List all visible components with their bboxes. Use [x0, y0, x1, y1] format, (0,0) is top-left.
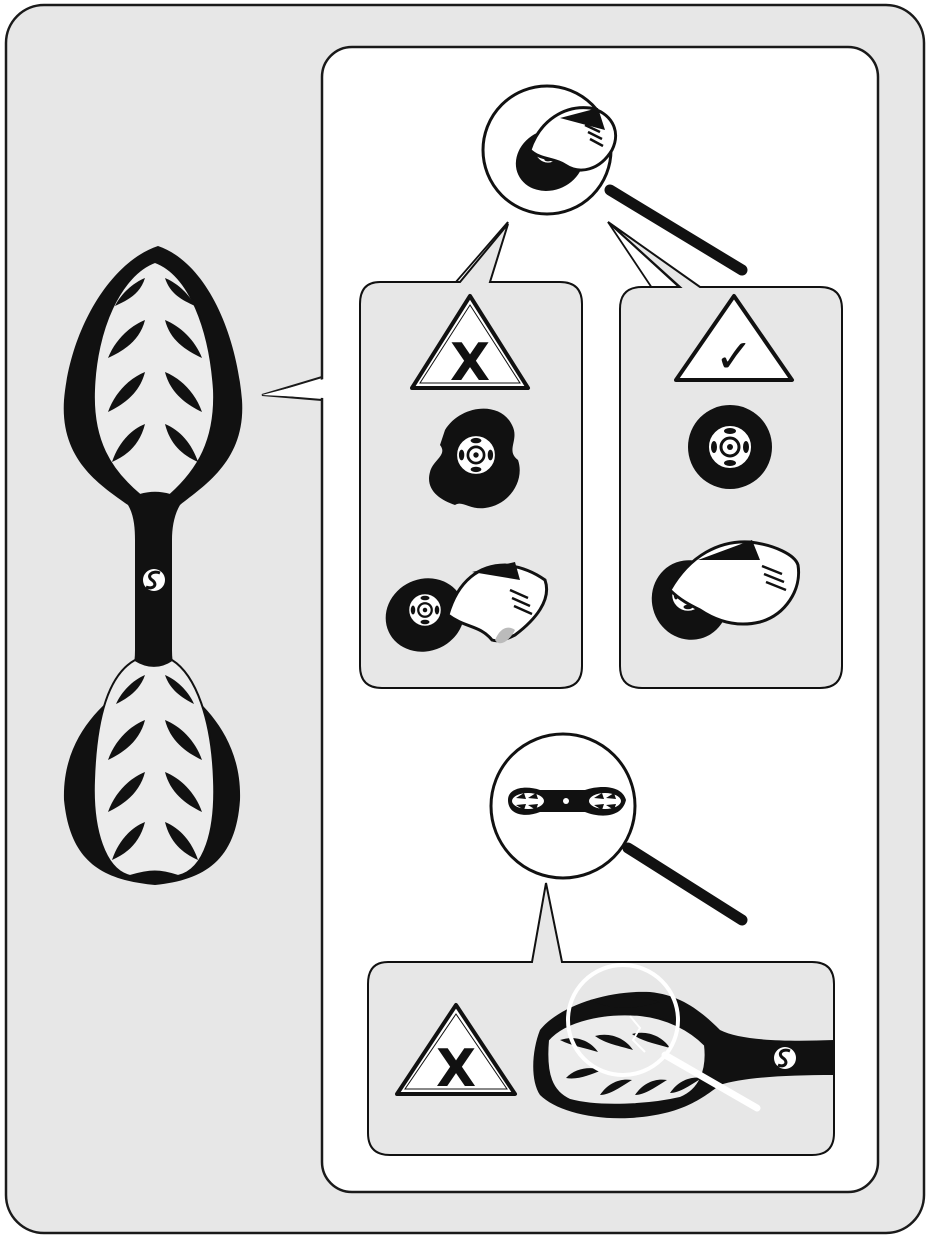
- good-wheel-panel: ✓: [608, 222, 842, 688]
- good-wheel-mark: ✓: [715, 329, 754, 383]
- damaged-wheel-panel: X: [360, 224, 582, 688]
- damaged-deck-mark: X: [436, 1039, 476, 1099]
- damaged-wheel-mark: X: [450, 333, 490, 393]
